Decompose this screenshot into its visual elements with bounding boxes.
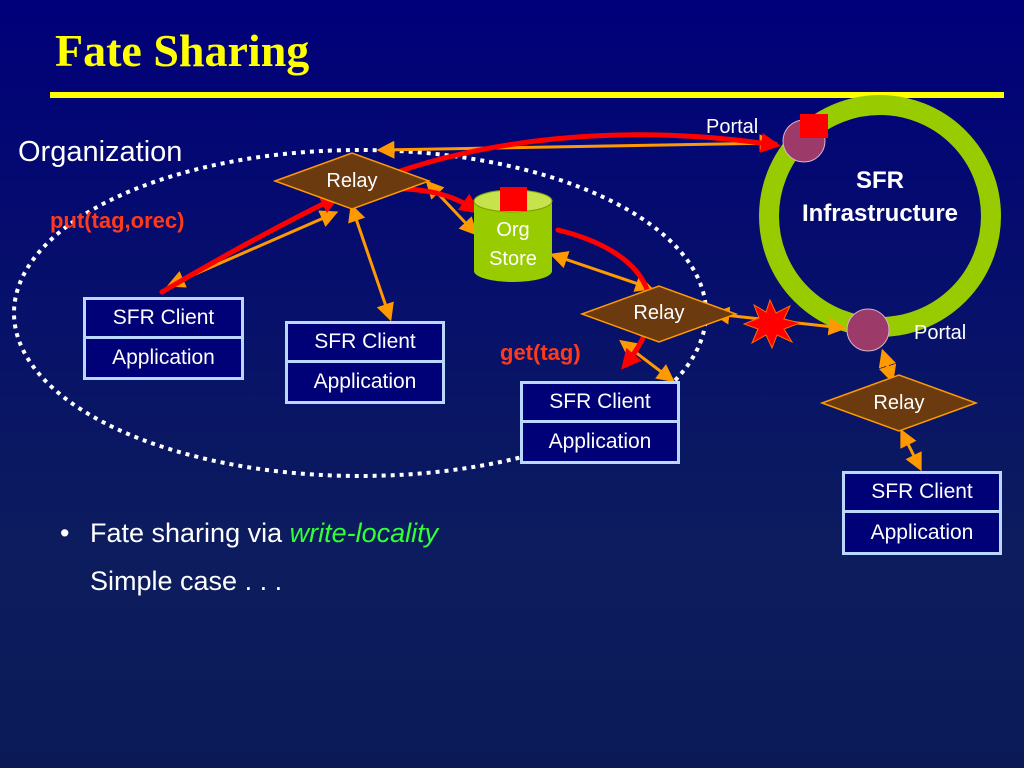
bullet-dot-icon: •	[60, 518, 70, 548]
bullet-emphasis: write-locality	[289, 518, 439, 548]
sfr-infrastructure-label: SFR Infrastructure	[780, 164, 980, 230]
bullet-text: Fate sharing via	[90, 518, 290, 548]
sfr-label-line1: SFR	[856, 167, 904, 194]
org-store-cylinder	[473, 189, 553, 282]
relay-top-diamond	[272, 152, 432, 210]
slide-title: Fate Sharing	[55, 25, 310, 76]
org-store-line1: Org	[496, 219, 530, 241]
bullet-item: • Fate sharing via write-locality	[60, 518, 438, 566]
application-label: Application	[870, 520, 974, 544]
portal-top-label: Portal	[706, 116, 759, 138]
relay-middle-label: Relay	[633, 302, 685, 324]
link-store-relay-mid	[549, 251, 654, 292]
application-label: Application	[313, 369, 417, 393]
client-stack-1: SFR Client Application	[83, 297, 244, 380]
put-path-to-relay	[159, 195, 341, 295]
relay-top-label: Relay	[326, 170, 378, 192]
org-store-line2: Store	[489, 248, 537, 270]
get-path	[555, 227, 653, 370]
store-record-marker	[500, 187, 527, 211]
title-underline	[50, 92, 1004, 98]
link-relay-ext-client4	[900, 428, 922, 472]
bullet-subline: Simple case . . .	[90, 566, 283, 596]
application-label: Application	[112, 345, 215, 369]
get-operation-label: get(tag)	[500, 340, 581, 365]
link-portal-relay-ext	[878, 348, 897, 384]
bullet-list: • Fate sharing via write-locality Simple …	[60, 518, 438, 614]
relay-middle-diamond	[579, 285, 739, 343]
org-store-label: Org Store	[474, 216, 552, 274]
relay-external-diamond	[819, 374, 979, 432]
application-label: Application	[548, 429, 652, 453]
portal-record-marker	[800, 114, 828, 138]
put-operation-label: put(tag,orec)	[50, 208, 185, 233]
sfr-client-label: SFR Client	[523, 384, 677, 423]
client-stack-4: SFR Client Application	[842, 471, 1002, 555]
portal-bottom-circle	[846, 308, 890, 352]
organization-label: Organization	[18, 136, 183, 168]
relay-external-label: Relay	[873, 392, 925, 414]
sfr-client-label: SFR Client	[86, 300, 241, 339]
client-stack-2: SFR Client Application	[285, 321, 445, 404]
sfr-client-label: SFR Client	[845, 474, 999, 513]
failure-burst-icon	[742, 298, 802, 350]
link-relay-top-portal	[376, 134, 778, 159]
link-relay-top-client2	[348, 203, 394, 322]
client-stack-3: SFR Client Application	[520, 381, 680, 464]
portal-bottom-label: Portal	[914, 322, 967, 344]
sfr-client-label: SFR Client	[288, 324, 442, 363]
sfr-label-line2: Infrastructure	[801, 200, 959, 227]
